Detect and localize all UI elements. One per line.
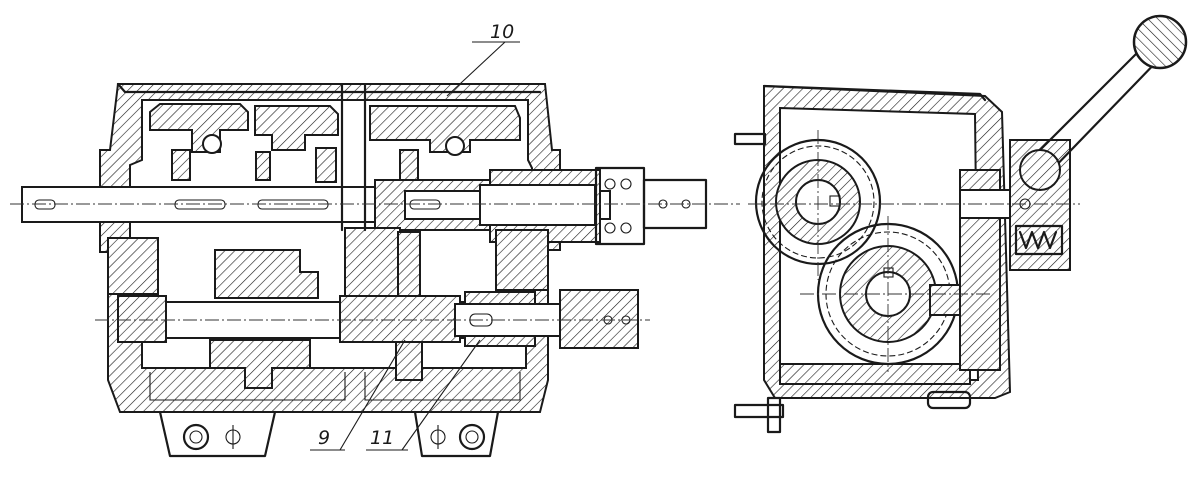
callout-label-10: 10 (490, 21, 514, 43)
layshaft-hub-mid (339, 295, 461, 343)
cross-bottom-rail (779, 363, 971, 385)
mounting-foot-left (158, 410, 277, 458)
fork-3 (315, 147, 337, 183)
callout-11: 11 (366, 339, 481, 451)
input-shaft (21, 186, 381, 223)
idler-pin-1 (202, 134, 222, 154)
output-shaft-key (409, 199, 441, 210)
cross-cover (762, 84, 987, 102)
callout-label-11: 11 (370, 427, 394, 449)
gear-block-3 (397, 231, 421, 297)
longitudinal-section (10, 82, 740, 458)
lower-wall-left (107, 237, 159, 295)
layshaft-bearing (559, 289, 639, 349)
cross-section (733, 14, 1188, 434)
lower-wall-mid (344, 227, 401, 299)
callout-9: 9 (310, 339, 406, 451)
input-shaft-key-1 (34, 199, 56, 210)
fork-4 (399, 149, 419, 183)
input-shaft-key-2 (174, 199, 226, 210)
bearing-inner (479, 184, 596, 226)
lower-gear-1 (214, 249, 319, 299)
foot-bolt-1-inner (189, 430, 203, 444)
callout-label-9: 9 (318, 427, 330, 449)
upper-gear-left (149, 103, 249, 153)
oil-sump-left (149, 372, 346, 401)
housing-cover (116, 82, 542, 94)
lower-wall-right (495, 229, 549, 291)
input-shaft-key-3 (257, 199, 329, 210)
cross-pin-top-left (733, 132, 767, 146)
foot-bolt-4-inner (465, 430, 479, 444)
lever-pivot (1019, 149, 1061, 191)
upper-gear-right (369, 105, 521, 153)
foot-bolt-4 (458, 423, 486, 451)
fork-1 (171, 149, 191, 181)
layshaft-end-left (117, 295, 167, 343)
foot-bolt-1 (182, 423, 210, 451)
cross-foot-right (926, 390, 972, 410)
callout-10: 10 (446, 21, 520, 97)
shift-knob (1132, 14, 1188, 70)
cross-pin-bottom-left (733, 403, 785, 419)
upper-gear-mid (254, 105, 339, 151)
cross-fork-bottom (929, 284, 961, 316)
mounting-foot-right (413, 410, 500, 458)
oil-sump-right (364, 372, 521, 401)
lower-gear-2 (209, 339, 311, 389)
detent-spring (1018, 230, 1058, 250)
fork-2 (255, 151, 271, 181)
idler-pin-2 (445, 136, 465, 156)
gear-block-4 (395, 339, 423, 381)
